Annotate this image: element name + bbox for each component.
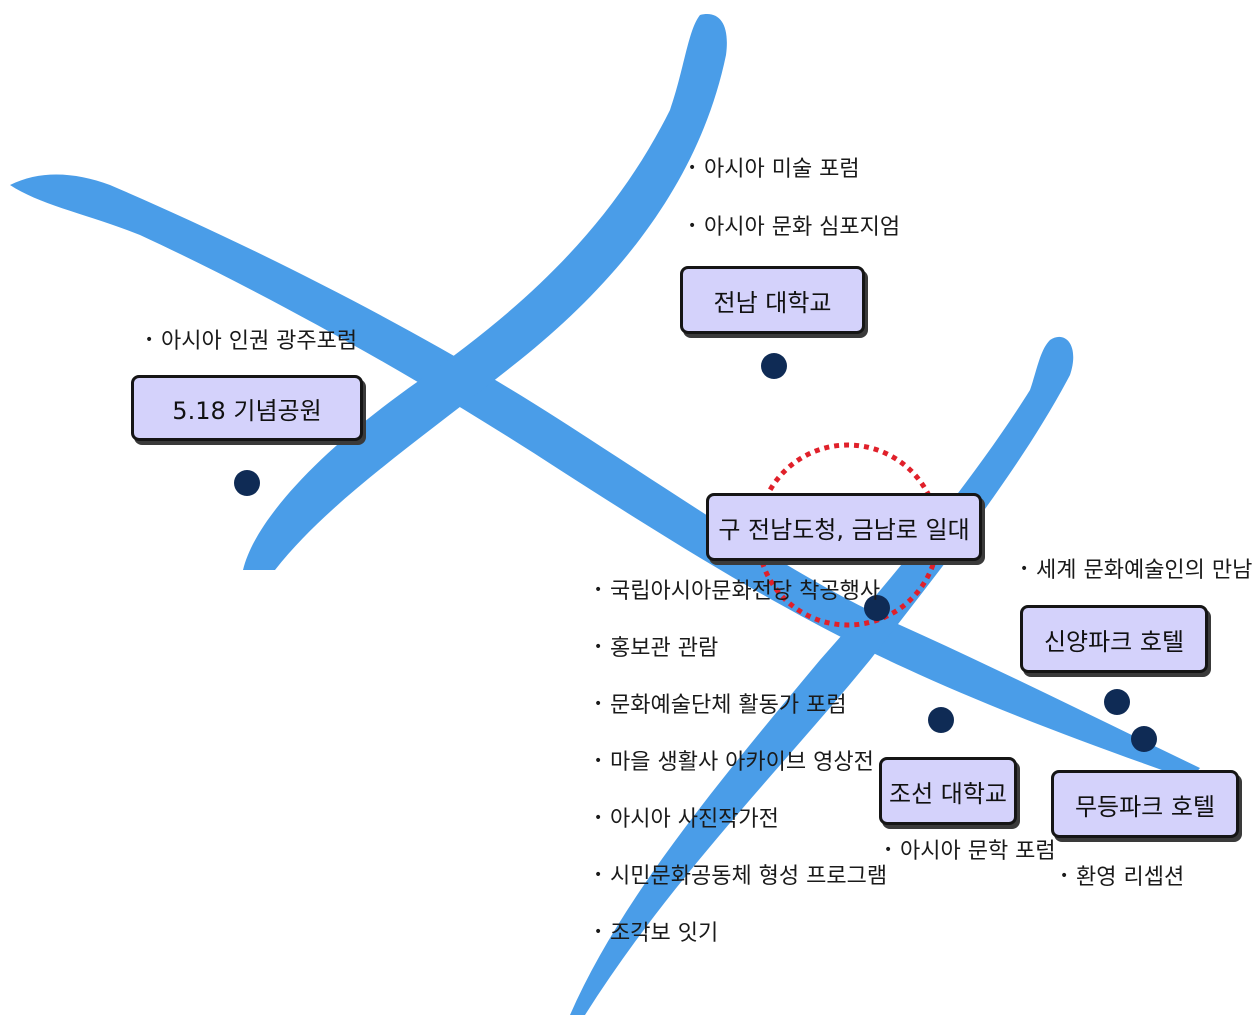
event-item: •문화예술단체 활동가 포럼 (594, 692, 847, 720)
marker-dot-old-provincial-office (864, 595, 890, 621)
event-item: •시민문화공동체 형성 프로그램 (594, 863, 887, 891)
event-item: •아시아 문화 심포지엄 (688, 214, 900, 242)
event-item: •홍보관 관람 (594, 635, 718, 663)
event-item: •아시아 미술 포럼 (688, 156, 860, 184)
event-item: •아시아 사진작가전 (594, 806, 779, 834)
bullet-icon: • (594, 924, 603, 940)
location-box-chonnam-univ: 전남 대학교 (680, 266, 865, 334)
event-item: •아시아 인권 광주포럼 (145, 328, 357, 356)
event-item: •아시아 문학 포럼 (884, 838, 1056, 866)
location-label: 조선 대학교 (888, 779, 1008, 808)
event-item: •마을 생활사 아카이브 영상전 (594, 749, 874, 777)
bullet-icon: • (594, 639, 603, 655)
event-item: •조각보 잇기 (594, 920, 718, 948)
marker-dot-chosun-univ (928, 707, 954, 733)
bullet-icon: • (688, 218, 697, 234)
marker-dot-mudeung-park-hotel (1131, 726, 1157, 752)
bullet-icon: • (594, 867, 603, 883)
bullet-icon: • (594, 753, 603, 769)
marker-dot-shinyang-park-hotel (1104, 689, 1130, 715)
road-stroke-cross-upper (243, 14, 727, 571)
location-box-shinyang-park-hotel: 신양파크 호텔 (1020, 605, 1208, 673)
bullet-icon: • (594, 696, 603, 712)
location-box-memorial-park: 5.18 기념공원 (131, 375, 363, 441)
marker-dot-memorial-park (234, 470, 260, 496)
event-item: •환영 리셉션 (1060, 864, 1184, 892)
road-stroke-diagonal (10, 174, 1200, 780)
location-label: 전남 대학교 (713, 288, 832, 317)
bullet-icon: • (884, 842, 893, 858)
bullet-icon: • (594, 582, 603, 598)
location-label: 신양파크 호텔 (1043, 627, 1185, 656)
event-item: •국립아시아문화전당 착공행사 (594, 578, 880, 606)
location-label: 5.18 기념공원 (172, 396, 322, 425)
location-box-old-provincial-office: 구 전남도청, 금남로 일대 (706, 493, 982, 561)
bullet-icon: • (145, 332, 154, 348)
road-stroke-cross-lower (570, 336, 1074, 1015)
location-box-chosun-univ: 조선 대학교 (879, 757, 1017, 825)
location-label: 구 전남도청, 금남로 일대 (718, 515, 970, 544)
location-label: 무등파크 호텔 (1074, 792, 1216, 821)
bullet-icon: • (1020, 561, 1029, 577)
bullet-icon: • (688, 160, 697, 176)
marker-dot-chonnam-univ (761, 353, 787, 379)
event-item: •세계 문화예술인의 만남 (1020, 557, 1252, 585)
bullet-icon: • (1060, 868, 1069, 884)
bullet-icon: • (594, 810, 603, 826)
location-box-mudeung-park-hotel: 무등파크 호텔 (1051, 770, 1239, 838)
